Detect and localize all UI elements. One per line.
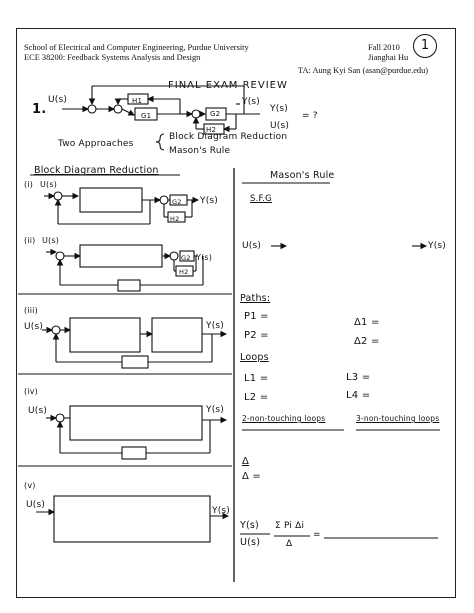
ta-info: TA: Aung Kyi San (asan@purdue.edu) [298,66,429,75]
case-v-label: (v) [24,481,36,490]
problem-input: U(s) [48,95,68,105]
formula-denominator: Δ [286,539,293,549]
case-iii-label: (iii) [24,306,38,315]
school-name: School of Electrical and Computer Engine… [24,43,249,52]
right-heading: Mason's Rule [270,170,335,181]
left-heading: Block Diagram Reduction [34,165,159,176]
case-iv-label: (iv) [24,387,38,396]
page-border [16,28,456,598]
l1-label: L1 = [244,373,269,384]
case-i-input: U(s) [40,180,58,189]
tf-numerator: Y(s) [270,104,289,114]
sfg-label: S.F.G [250,194,272,204]
case-v-diagram [36,495,230,543]
delta1-label: Δ1 = [354,317,380,328]
case-ii-g2: G2 [181,254,191,262]
sfg-input: U(s) [242,241,262,251]
formula-equals: = [313,530,321,540]
case-iv-output: Y(s) [206,405,225,415]
case-i-diagram [44,187,200,225]
case-i-h2: H2 [170,215,180,223]
approach-masons-rule: Mason's Rule [169,146,231,156]
two-nontouching-loops: 2-non-touching loops [242,414,326,423]
problem-output: Y(s) [242,97,261,107]
case-iii-input: U(s) [24,322,44,332]
sfg-output: Y(s) [428,241,447,251]
case-ii-label: (ii) [24,236,36,245]
case-i-g2: G2 [172,198,182,206]
case-ii-h2: H2 [179,268,189,276]
problem-block-diagram [62,85,260,151]
case-v-input: U(s) [26,500,46,510]
block-h1-label: H1 [132,97,143,105]
l2-label: L2 = [244,392,269,403]
case-iii-diagram [42,317,228,369]
final-denominator: U(s) [240,537,261,548]
case-ii-diagram [46,244,204,292]
p2-label: P2 = [244,330,269,341]
page-number-badge: 1 [413,34,437,58]
loops-label: Loops [240,352,269,363]
course-name: ECE 38200: Feedback Systems Analysis and… [24,53,201,62]
tf-denominator: U(s) [270,121,290,131]
delta-symbol: Δ [242,456,250,467]
p1-label: P1 = [244,311,269,322]
case-iv-diagram [46,405,228,460]
l3-label: L3 = [346,372,371,383]
instructor: Jianghai Hu [368,53,409,62]
final-numerator: Y(s) [240,520,259,531]
tf-suffix: = ? [302,111,318,121]
case-v-output: Y(s) [212,506,231,516]
case-ii-input: U(s) [42,236,60,245]
case-i-label: (i) [24,180,34,189]
l4-label: L4 = [346,390,371,401]
case-iv-input: U(s) [28,406,48,416]
problem-number: 1. [32,102,47,117]
delta2-label: Δ2 = [354,336,380,347]
case-ii-output: Y(s) [196,253,213,262]
three-nontouching-loops: 3-non-touching loops [356,414,440,423]
approach-block-reduction: Block Diagram Reduction [169,132,288,142]
formula-numerator: Σ Pi Δi [275,521,305,531]
case-i-output: Y(s) [200,196,219,206]
approaches-label: Two Approaches [58,139,134,149]
case-iii-output: Y(s) [206,321,225,331]
paths-label: Paths: [240,293,271,304]
delta-equation: Δ = [242,471,261,482]
block-g1-label: G1 [141,112,152,120]
block-h2-label: H2 [206,126,217,134]
term: Fall 2010 [368,43,400,52]
block-g2-label: G2 [210,110,221,118]
